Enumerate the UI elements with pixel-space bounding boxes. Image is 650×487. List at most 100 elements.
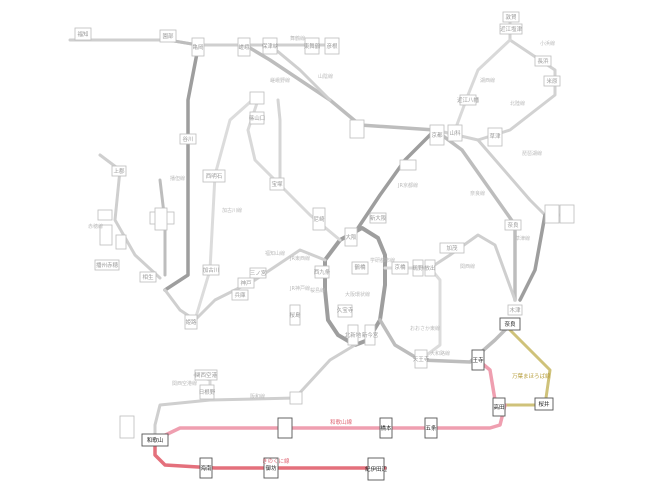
station-label-s45: 関西空港 bbox=[195, 371, 218, 379]
rail-line bbox=[356, 128, 437, 230]
line-label-loop: 大阪環状線 bbox=[345, 291, 370, 298]
line-labels: 山陰線 湖西線 北陸線 琵琶湖線 JR京都線 JR神戸線 学研都市線 大和路線 … bbox=[88, 35, 555, 465]
station-box bbox=[249, 111, 265, 125]
station-box bbox=[269, 177, 285, 191]
station-label-s6: 東舞鶴 bbox=[304, 42, 321, 50]
station-box bbox=[447, 124, 463, 142]
station-box bbox=[249, 91, 265, 105]
station-label-s55: 北新地 bbox=[345, 331, 362, 339]
line-label-fukuchiyama: 福知山線 bbox=[265, 250, 285, 257]
station-label-s16: 木津 bbox=[509, 306, 521, 314]
station-box bbox=[231, 289, 249, 301]
station-label-s20: 新大阪 bbox=[370, 214, 387, 222]
station-box bbox=[202, 264, 220, 276]
station-label-s3: 亀岡 bbox=[192, 43, 204, 51]
station-box bbox=[504, 219, 522, 231]
line-label-maizuru: 舞鶴線 bbox=[290, 35, 305, 42]
station-label-s53: 桜島 bbox=[289, 311, 301, 319]
station-label-s11: 近江八幡 bbox=[457, 96, 480, 104]
station-box bbox=[487, 127, 503, 147]
station-label-s13: 草津 bbox=[489, 132, 501, 140]
station-box bbox=[534, 55, 552, 67]
station-box bbox=[74, 27, 92, 41]
rail-line bbox=[433, 128, 517, 302]
station-box bbox=[499, 23, 523, 35]
station-label-s1: 福知 bbox=[77, 30, 88, 38]
station-label-s7: 敦賀 bbox=[505, 13, 517, 21]
line-label-biwako: 琵琶湖線 bbox=[522, 150, 542, 157]
station-label-s35: 高田 bbox=[493, 403, 504, 411]
line-label-kansai: 関西線 bbox=[460, 263, 475, 270]
rail-line bbox=[243, 43, 437, 132]
station-label-s46: 日根野 bbox=[199, 388, 216, 396]
station-label-s44: 紀伊田辺 bbox=[365, 465, 388, 473]
line-wakayama bbox=[153, 358, 507, 442]
station-boxes-active bbox=[141, 317, 554, 481]
rail-line bbox=[268, 43, 332, 102]
station-label-s28: 西明石 bbox=[206, 173, 223, 180]
rail-line bbox=[378, 318, 517, 364]
station-box-active bbox=[492, 397, 506, 417]
line-kinokuni bbox=[153, 438, 387, 470]
station-box bbox=[179, 133, 197, 145]
station-box bbox=[262, 37, 278, 55]
station-box bbox=[184, 314, 198, 330]
station-box bbox=[337, 304, 353, 318]
rail-line bbox=[163, 46, 200, 292]
station-box bbox=[289, 304, 301, 326]
line-label-hanwa: 阪和線 bbox=[250, 393, 265, 400]
line-label-kyoto: JR京都線 bbox=[397, 182, 418, 189]
station-box bbox=[159, 29, 177, 43]
line-label-kix: 関西空港線 bbox=[172, 380, 197, 387]
station-box bbox=[312, 207, 326, 231]
station-label-s26: 姫路 bbox=[185, 318, 197, 326]
station-label-s17: 奈良 bbox=[507, 221, 519, 229]
station-box bbox=[559, 204, 575, 224]
line-label-obama: 小浜線 bbox=[540, 40, 555, 47]
station-box bbox=[349, 119, 365, 139]
station-box-active bbox=[424, 417, 438, 439]
station-box bbox=[249, 267, 267, 279]
station-label-s30: 篠山口 bbox=[249, 114, 266, 122]
rail-line bbox=[518, 213, 547, 302]
station-label-s29: 谷川 bbox=[182, 135, 193, 143]
station-box bbox=[364, 324, 376, 346]
line-label-kinokuni: きのくに線 bbox=[262, 457, 290, 465]
station-label-s36: 桜井 bbox=[538, 400, 550, 408]
station-box bbox=[99, 224, 113, 246]
station-label-s23: 三ノ宮 bbox=[250, 269, 267, 277]
station-box bbox=[507, 304, 523, 316]
station-box bbox=[194, 369, 218, 381]
station-label-s10: 米原 bbox=[546, 77, 558, 85]
station-label-s19: 大阪 bbox=[345, 233, 357, 241]
rail-line bbox=[276, 98, 282, 187]
station-box bbox=[543, 75, 561, 87]
station-box-active bbox=[499, 317, 521, 331]
station-label-s50: 鴫野 bbox=[412, 264, 424, 272]
station-label-s32: 播州赤穂 bbox=[96, 261, 119, 269]
station-box-active bbox=[263, 457, 279, 479]
station-box-active bbox=[379, 417, 393, 439]
station-label-s24: 神戸 bbox=[240, 279, 252, 287]
station-label-s31: 上郡 bbox=[113, 167, 125, 175]
station-label-s21: 尼崎 bbox=[313, 215, 325, 223]
line-label-sakurajima: 桜島線 bbox=[310, 287, 325, 294]
station-box bbox=[199, 384, 215, 400]
line-label-kobe: JR神戸線 bbox=[289, 285, 310, 292]
station-box bbox=[399, 159, 417, 171]
station-box-active bbox=[141, 433, 169, 447]
station-label-s5: 保津峡 bbox=[262, 42, 279, 50]
station-label-s49: 京橋 bbox=[394, 263, 406, 271]
station-label-s12: 彦根 bbox=[326, 42, 338, 50]
station-box bbox=[304, 37, 320, 55]
line-label-tozai: JR東西線 bbox=[289, 255, 310, 262]
rail-line bbox=[383, 266, 442, 362]
station-box-active bbox=[534, 397, 554, 411]
station-label-s47: 加茂 bbox=[446, 244, 458, 252]
station-label-s9: 長浜 bbox=[537, 57, 549, 65]
line-manyo-mahoroba bbox=[503, 328, 552, 407]
station-label-s41: 和歌山 bbox=[147, 436, 164, 444]
station-box bbox=[314, 265, 330, 279]
line-label-gakken: 学研都市線 bbox=[370, 257, 395, 264]
